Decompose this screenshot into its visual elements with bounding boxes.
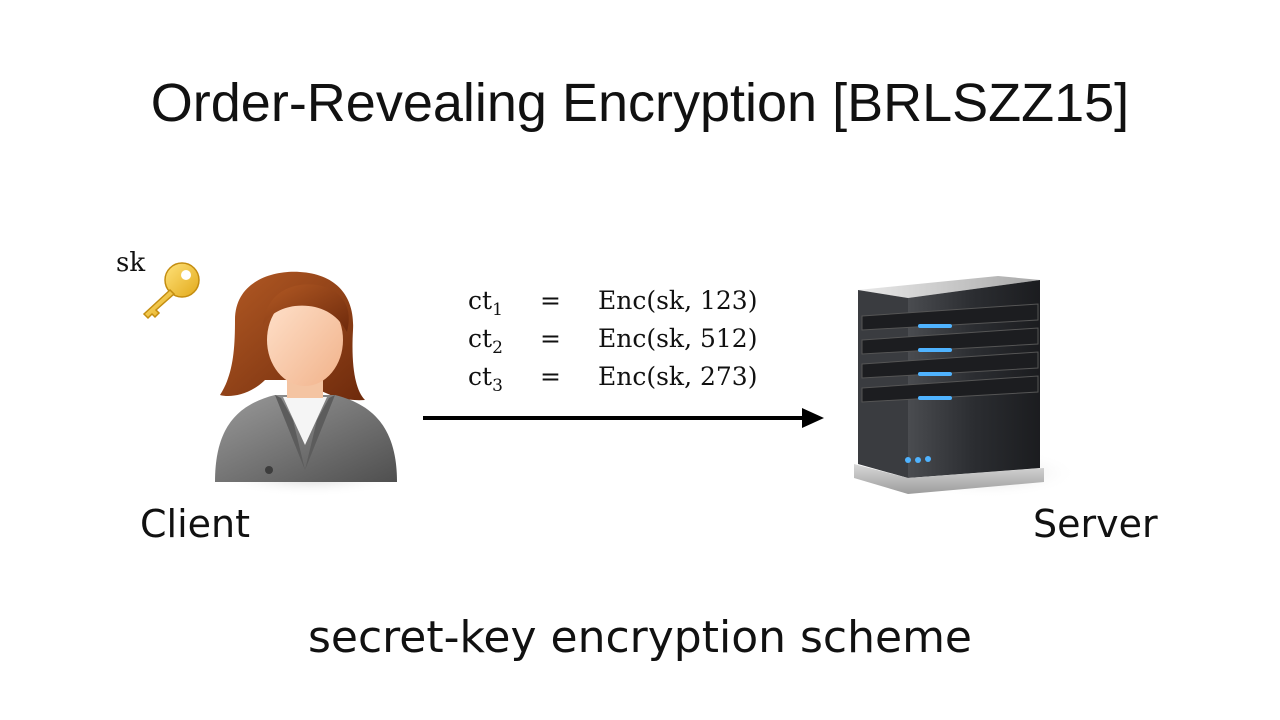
equation-row: ct3 = Enc(sk, 273): [468, 362, 758, 396]
equation-row: ct2 = Enc(sk, 512): [468, 324, 758, 358]
client-label: Client: [140, 502, 251, 546]
slide-subtitle: secret-key encryption scheme: [308, 612, 972, 663]
ciphertext-equations: ct1 = Enc(sk, 123) ct2 = Enc(sk, 512) ct…: [468, 282, 757, 396]
secret-key-label: sk: [116, 248, 146, 278]
key-icon: [142, 262, 200, 320]
equation-row: ct1 = Enc(sk, 123): [468, 286, 758, 320]
server-icon: [854, 276, 1078, 498]
client-avatar-icon: [215, 271, 405, 497]
client-to-server-arrow: [423, 408, 824, 428]
slide-title: Order-Revealing Encryption [BRLSZZ15]: [150, 73, 1130, 133]
server-label: Server: [1033, 502, 1158, 546]
